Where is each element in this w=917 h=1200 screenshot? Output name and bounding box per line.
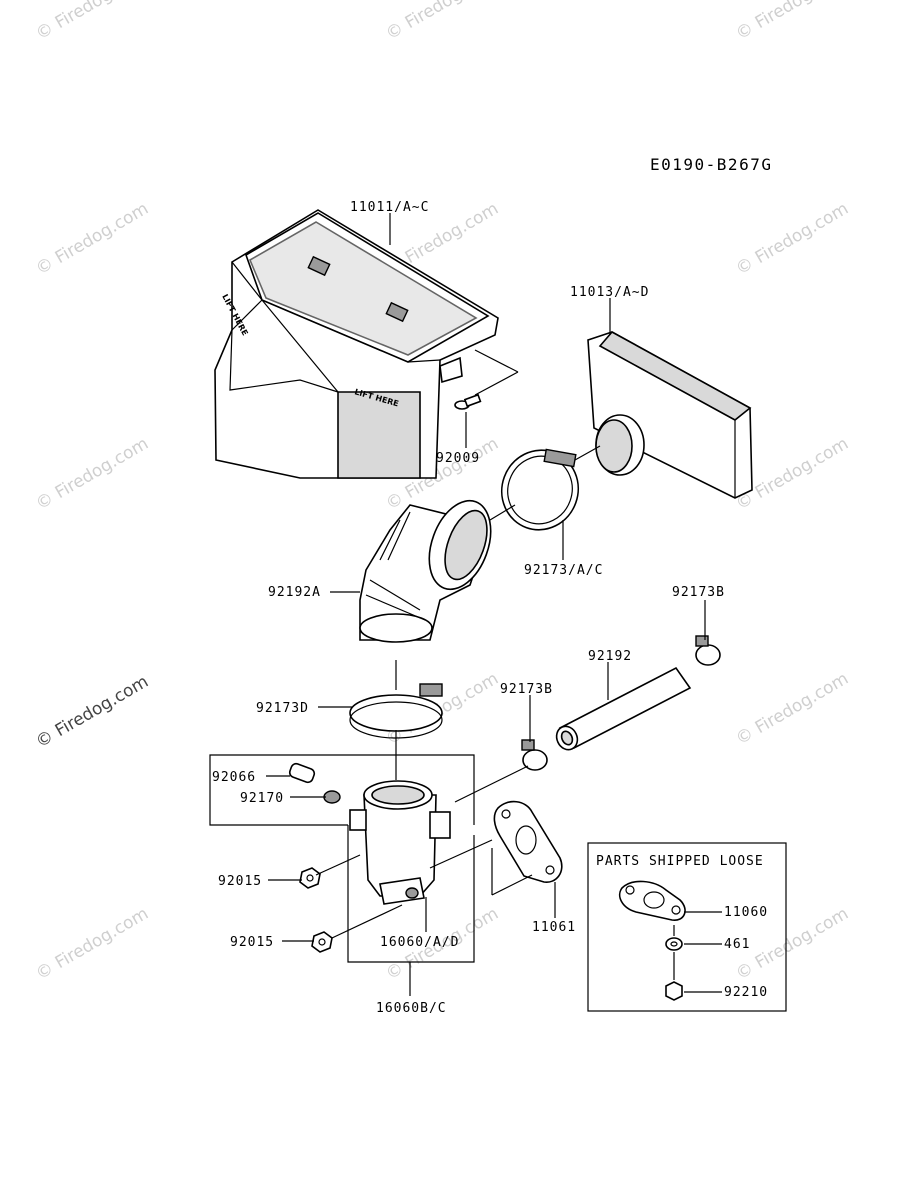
label-92015-lower: 92015 (230, 935, 274, 950)
gasket-11060 (618, 880, 686, 921)
label-92192a: 92192A (268, 585, 321, 600)
hose-elbow-92192a (359, 499, 492, 643)
label-92170: 92170 (240, 791, 284, 806)
watermark: © Firedog.com (733, 199, 852, 280)
clamp-92173b-mid (521, 739, 548, 771)
label-92015-upper: 92015 (218, 874, 262, 889)
clamp-92173-a-c (500, 448, 580, 531)
label-92210: 92210 (724, 985, 768, 1000)
nut-92210 (665, 981, 683, 1001)
part-labels: 11011/A~C 11013/A~D 92009 92173/A/C 9219… (212, 200, 725, 1016)
air-filter-element (587, 330, 753, 499)
watermark: © Firedog.com (33, 672, 152, 753)
label-11013: 11013/A~D (570, 285, 649, 300)
watermark: © Firedog.com (733, 0, 852, 44)
label-92173d: 92173D (256, 701, 309, 716)
loose-box-frame (587, 842, 787, 1012)
hose-92192 (555, 666, 692, 751)
label-11011: 11011/A~C (350, 200, 429, 215)
watermark: © Firedog.com (733, 669, 852, 750)
label-92173-a-c: 92173/A/C (524, 563, 603, 578)
nut-92015-lower (311, 931, 333, 953)
clamp-92173d (349, 683, 443, 739)
label-461: 461 (724, 937, 750, 952)
clamp-92173b-top (695, 635, 721, 666)
air-cleaner-cover: LIFT HERE LIFT HERE (214, 209, 499, 479)
washer-461 (665, 937, 683, 951)
label-92173b-top: 92173B (672, 585, 725, 600)
label-92009: 92009 (436, 451, 480, 466)
label-16060-a-d: 16060/A/D (380, 935, 459, 950)
loose-box-title: PARTS SHIPPED LOOSE (596, 854, 764, 869)
watermark: © Firedog.com (383, 0, 502, 44)
label-92173b-mid: 92173B (500, 682, 553, 697)
connector-16060 (349, 780, 451, 905)
gasket-11061 (493, 800, 563, 883)
label-92192: 92192 (588, 649, 632, 664)
label-92066: 92066 (212, 770, 256, 785)
parts-shipped-loose-box: PARTS SHIPPED LOOSE 11060 461 92210 (587, 842, 787, 1012)
diagram-code: E0190-B267G (650, 155, 772, 174)
watermark: © Firedog.com (33, 0, 152, 44)
clip-92170 (323, 790, 341, 804)
leader-lines (209, 213, 706, 996)
label-11060: 11060 (724, 905, 768, 920)
cap-92066 (288, 762, 316, 784)
label-16060b-c: 16060B/C (376, 1001, 447, 1016)
label-11061: 11061 (532, 920, 576, 935)
watermark: © Firedog.com (33, 904, 152, 985)
nut-92015-upper (299, 867, 321, 889)
watermark: © Firedog.com (33, 434, 152, 515)
bolt-92009 (454, 393, 482, 410)
watermark: © Firedog.com (33, 199, 152, 280)
